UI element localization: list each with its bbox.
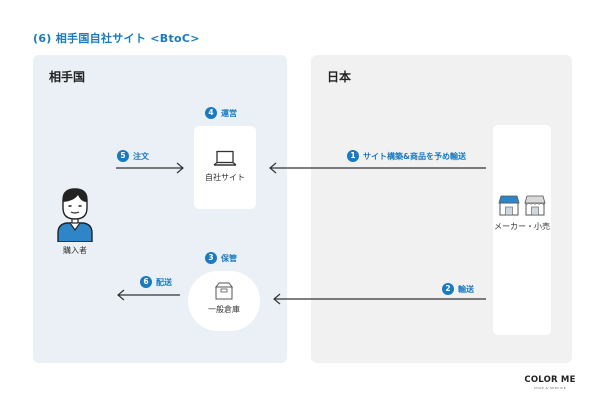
color-me-logo: COLOR ME SHOP & SERVICE — [520, 375, 580, 390]
step-6-label: 配送 — [156, 277, 172, 287]
step-2: 2 輸送 — [442, 283, 474, 295]
person-icon — [57, 188, 93, 242]
step-6: 6 配送 — [140, 276, 172, 288]
step-2-label: 輸送 — [458, 284, 474, 294]
buyer-label: 購入者 — [63, 246, 87, 255]
panel-title-japan: 日本 — [327, 70, 352, 84]
step-3: 3 保管 — [205, 252, 237, 264]
page-title: (6) 相手国自社サイト <BtoC> — [33, 32, 200, 45]
step-2-number: 2 — [442, 283, 454, 295]
step-1: 1 サイト構築&商品を予め輸送 — [347, 150, 466, 162]
step-1-label: サイト構築&商品を予め輸送 — [363, 151, 466, 161]
step-3-label: 保管 — [221, 253, 237, 263]
arrow-site-build — [269, 162, 486, 174]
storefront-icon — [498, 195, 546, 216]
logo-subtext: SHOP & SERVICE — [533, 386, 567, 390]
step-4-number: 4 — [205, 107, 217, 119]
panel-title-destination: 相手国 — [49, 70, 86, 84]
arrow-order — [116, 162, 184, 174]
logo-text: COLOR ME — [524, 375, 576, 385]
own-site-label: 自社サイト — [205, 173, 245, 182]
step-5-number: 5 — [117, 150, 129, 162]
warehouse-label: 一般倉庫 — [208, 305, 240, 314]
warehouse-node: 一般倉庫 — [188, 271, 260, 331]
step-5: 5 注文 — [117, 150, 149, 162]
step-1-number: 1 — [347, 150, 359, 162]
maker-retail-label: メーカー・小売 — [494, 222, 550, 231]
step-6-number: 6 — [140, 276, 152, 288]
step-4: 4 運営 — [205, 107, 237, 119]
step-4-label: 運営 — [221, 108, 237, 118]
arrow-delivery — [117, 289, 180, 301]
arrow-transport — [273, 293, 486, 305]
laptop-icon — [213, 150, 237, 166]
step-5-label: 注文 — [133, 151, 149, 161]
maker-retail-node: メーカー・小売 — [493, 125, 551, 335]
step-3-number: 3 — [205, 252, 217, 264]
own-site-node: 自社サイト — [194, 126, 256, 209]
box-icon — [215, 282, 233, 300]
